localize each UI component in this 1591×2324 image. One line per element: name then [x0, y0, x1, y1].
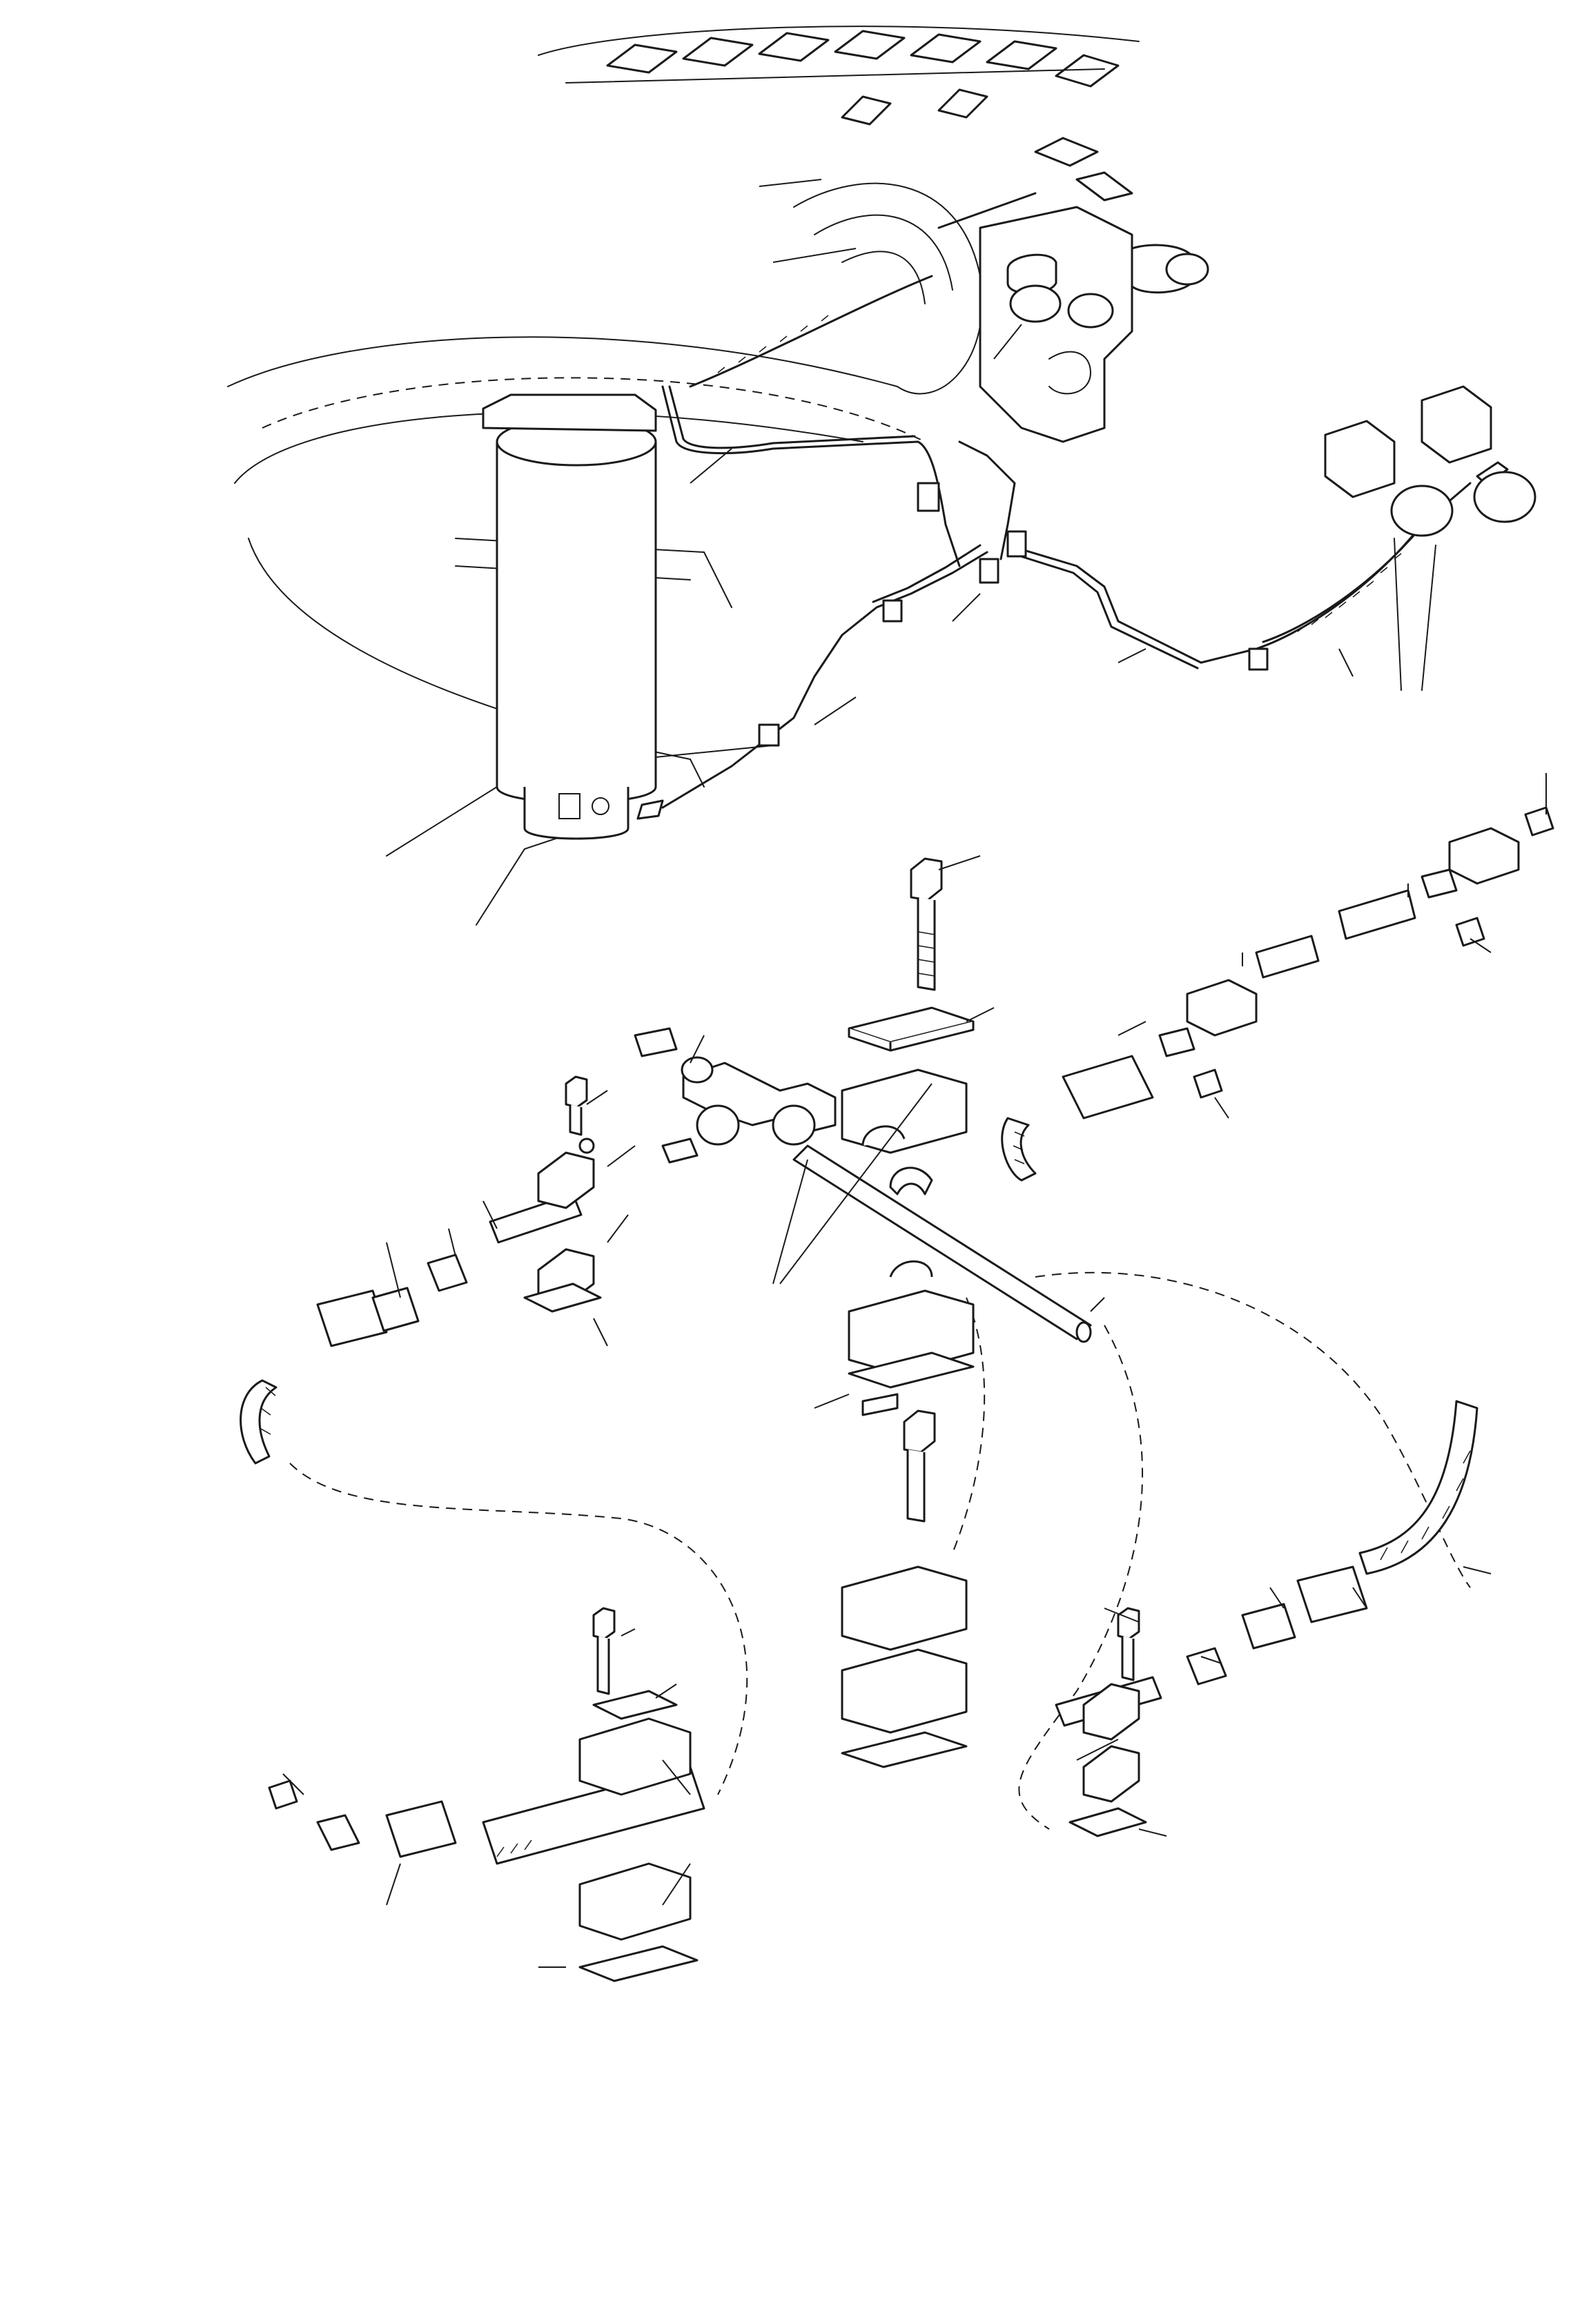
track-links: [606, 30, 1133, 202]
upper-assembly-view: [227, 26, 1536, 926]
hydraulic-pump: [979, 206, 1209, 443]
tee-fitting: [634, 1027, 837, 1164]
exploded-leaders: [282, 773, 1547, 1968]
upper-structure-outline: [227, 26, 1140, 926]
right-hose-assembly: [1055, 1400, 1478, 1837]
exploded-parts-view: [240, 773, 1554, 1982]
phantom-routing-lines: [289, 1271, 1471, 1830]
upper-leaders: [690, 179, 1354, 725]
straight-tube: [792, 1144, 1092, 1343]
tube-line-assembly: [636, 192, 1509, 820]
left-hose-assembly: [240, 1075, 602, 1465]
right-fittings: [1001, 806, 1554, 1182]
elbow-hose-end: [268, 1607, 705, 1982]
central-clamp-stack: [841, 857, 975, 1768]
swivel-joint: [1324, 385, 1536, 691]
cylindrical-filter: [482, 393, 657, 840]
